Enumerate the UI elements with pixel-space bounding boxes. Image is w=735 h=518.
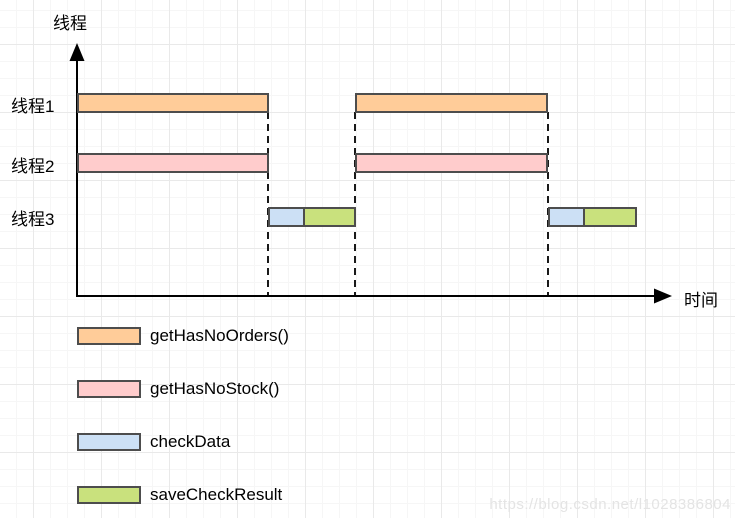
legend-swatch-savecheckresult bbox=[77, 486, 141, 504]
bar-thread3-checkdata-cycle1 bbox=[268, 207, 305, 227]
legend-label-checkdata: checkData bbox=[150, 432, 231, 451]
legend-label-gethasnostock: getHasNoStock() bbox=[150, 379, 280, 398]
legend-label-savecheckresult: saveCheckResult bbox=[150, 485, 283, 504]
x-axis-title: 时间 bbox=[684, 291, 718, 310]
row-label-thread2: 线程2 bbox=[11, 157, 55, 176]
y-axis-title: 线程 bbox=[53, 14, 87, 33]
legend-swatch-gethasnoorders bbox=[77, 327, 141, 345]
bar-thread1-gethasnoorders-cycle2 bbox=[355, 93, 548, 113]
legend-swatch-gethasnostock bbox=[77, 380, 141, 398]
bar-thread3-savecheckresult-cycle1 bbox=[303, 207, 356, 227]
row-label-thread3: 线程3 bbox=[11, 210, 55, 229]
legend-label-gethasnoorders: getHasNoOrders() bbox=[150, 326, 289, 345]
watermark-url: https://blog.csdn.net/l1028386804 bbox=[489, 496, 731, 513]
y-axis-arrow-icon bbox=[69, 43, 85, 61]
bar-thread1-gethasnoorders-cycle1 bbox=[77, 93, 269, 113]
x-axis-arrow-icon bbox=[654, 288, 672, 304]
bar-thread2-gethasnostock-cycle2 bbox=[355, 153, 548, 173]
row-label-thread1: 线程1 bbox=[11, 97, 55, 116]
bar-thread3-savecheckresult-cycle2 bbox=[583, 207, 637, 227]
bar-thread3-checkdata-cycle2 bbox=[548, 207, 585, 227]
legend-swatch-checkdata bbox=[77, 433, 141, 451]
bar-thread2-gethasnostock-cycle1 bbox=[77, 153, 269, 173]
